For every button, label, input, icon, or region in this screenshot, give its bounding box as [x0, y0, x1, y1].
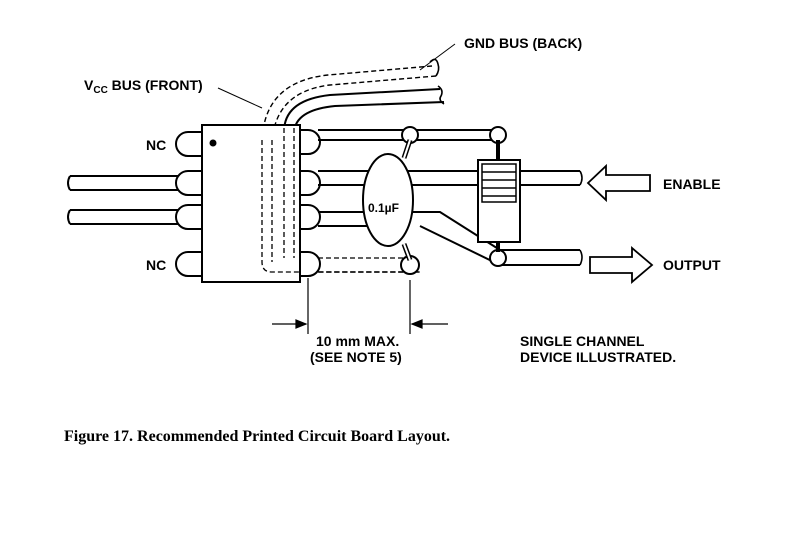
gnd-leader-line: [419, 43, 456, 71]
capacitor: [362, 139, 414, 261]
enable-label: ENABLE: [663, 176, 721, 192]
pin-nc-bottom: [175, 251, 202, 277]
left-traces: [67, 175, 188, 225]
gnd-bus-label: GND BUS (BACK): [464, 35, 582, 51]
pin1-dot: [209, 139, 217, 147]
bus-under-package: [261, 140, 300, 273]
pin-nc-top: [175, 131, 202, 157]
nc-bottom-label: NC: [146, 257, 166, 273]
dimension-label-1: 10 mm MAX.: [316, 333, 399, 349]
vias: [400, 126, 507, 275]
right-pins: [300, 129, 321, 277]
right-trace-ends: [579, 170, 583, 266]
vcc-bus-label: VCC BUS (FRONT): [84, 77, 203, 96]
dimension-label-2: (SEE NOTE 5): [310, 349, 402, 365]
pin-right-1: [300, 129, 321, 155]
right-traces: [318, 129, 580, 266]
vcc-leader-line: [217, 87, 263, 109]
vcc-under-package: [283, 128, 295, 258]
note-line-2: DEVICE ILLUSTRATED.: [520, 349, 676, 365]
note-line-1: SINGLE CHANNEL: [520, 333, 645, 349]
pin-right-4: [300, 251, 321, 277]
output-arrow: [589, 246, 654, 284]
pin-2-left: [175, 170, 202, 196]
vcc-bus-end: [437, 85, 445, 105]
dimension-marker: [272, 278, 448, 334]
enable-arrow: [586, 163, 651, 203]
output-label: OUTPUT: [663, 257, 721, 273]
nc-top-label: NC: [146, 137, 166, 153]
ic-package: [201, 124, 301, 283]
gnd-trace-bottom: [318, 257, 410, 273]
pin-right-2: [300, 170, 321, 196]
pin-3-left: [175, 204, 202, 230]
via-res-bottom: [489, 249, 507, 267]
resistor: [477, 140, 521, 252]
figure-caption: Figure 17. Recommended Printed Circuit B…: [64, 428, 451, 445]
left-pins: [175, 131, 202, 277]
capacitor-label: 0.1µF: [368, 201, 399, 215]
pin-right-3: [300, 204, 321, 230]
